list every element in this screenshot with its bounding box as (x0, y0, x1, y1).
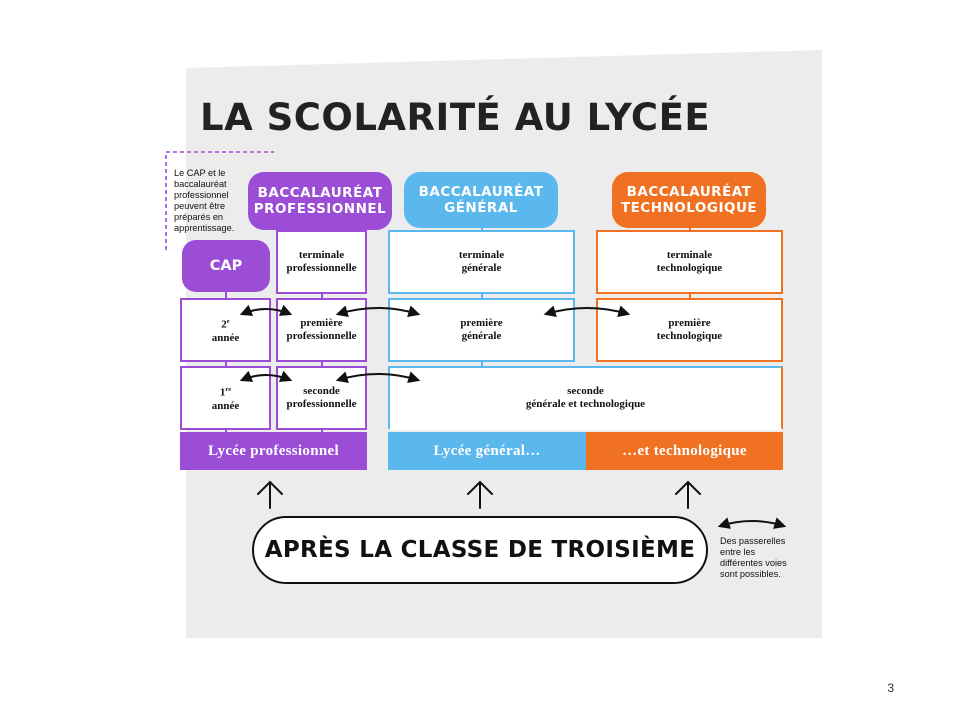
premiere-techno-line1: première (668, 317, 711, 329)
premiere-pro-line2: professionnelle (286, 330, 357, 342)
terminale-generale-line1: terminale (458, 249, 505, 261)
cap-year-1-word: année (211, 399, 240, 412)
header-bac-general: BACCALAURÉAT GÉNÉRAL (404, 172, 558, 228)
seconde-pro-line2: professionnelle (286, 398, 357, 410)
passerelles-note: Des passerelles entre les différentes vo… (720, 536, 787, 579)
seconde-gt-line2: générale et technologique (525, 398, 646, 410)
premiere-pro-line1: première (300, 317, 343, 329)
band-lycee-professionnel: Lycée professionnel (180, 432, 367, 470)
cap-year-1-suffix: re (225, 386, 232, 394)
cap-year-1: 1re année (180, 366, 271, 430)
cap-year-2-number: 2 (221, 318, 227, 331)
premiere-techno-line2: technologique (656, 330, 723, 342)
header-bac-pro: BACCALAURÉAT PROFESSIONNEL (248, 172, 392, 230)
page-title: LA SCOLARITÉ AU LYCÉE (200, 96, 711, 139)
premiere-generale-line1: première (460, 317, 503, 329)
premiere-generale-line2: générale (461, 330, 502, 342)
page-number: 3 (887, 681, 894, 695)
cap-year-1-number: 1 (219, 386, 226, 399)
seconde-gt-line1: seconde (567, 385, 604, 397)
terminale-techno-line2: technologique (656, 262, 723, 274)
terminale-techno-line1: terminale (666, 249, 713, 261)
band-lycee-general: Lycée général… (388, 432, 586, 470)
cap-year-2-suffix: e (226, 318, 230, 326)
cap-year-2-word: année (211, 331, 240, 344)
apres-troisieme-pill: APRÈS LA CLASSE DE TROISIÈME (252, 516, 708, 584)
header-bac-techno: BACCALAURÉAT TECHNOLOGIQUE (612, 172, 766, 228)
terminale-generale-line2: générale (461, 262, 502, 274)
band-lycee-technologique: …et technologique (586, 432, 783, 470)
apprentissage-note: Le CAP et le baccalauréat professionnel … (174, 168, 235, 233)
cap-year-2: 2e année (180, 298, 271, 362)
terminale-pro-line2: professionnelle (286, 262, 357, 274)
cap-label: CAP (182, 240, 270, 292)
seconde-pro-line1: seconde (303, 385, 340, 397)
terminale-pro-line1: terminale (298, 249, 345, 261)
